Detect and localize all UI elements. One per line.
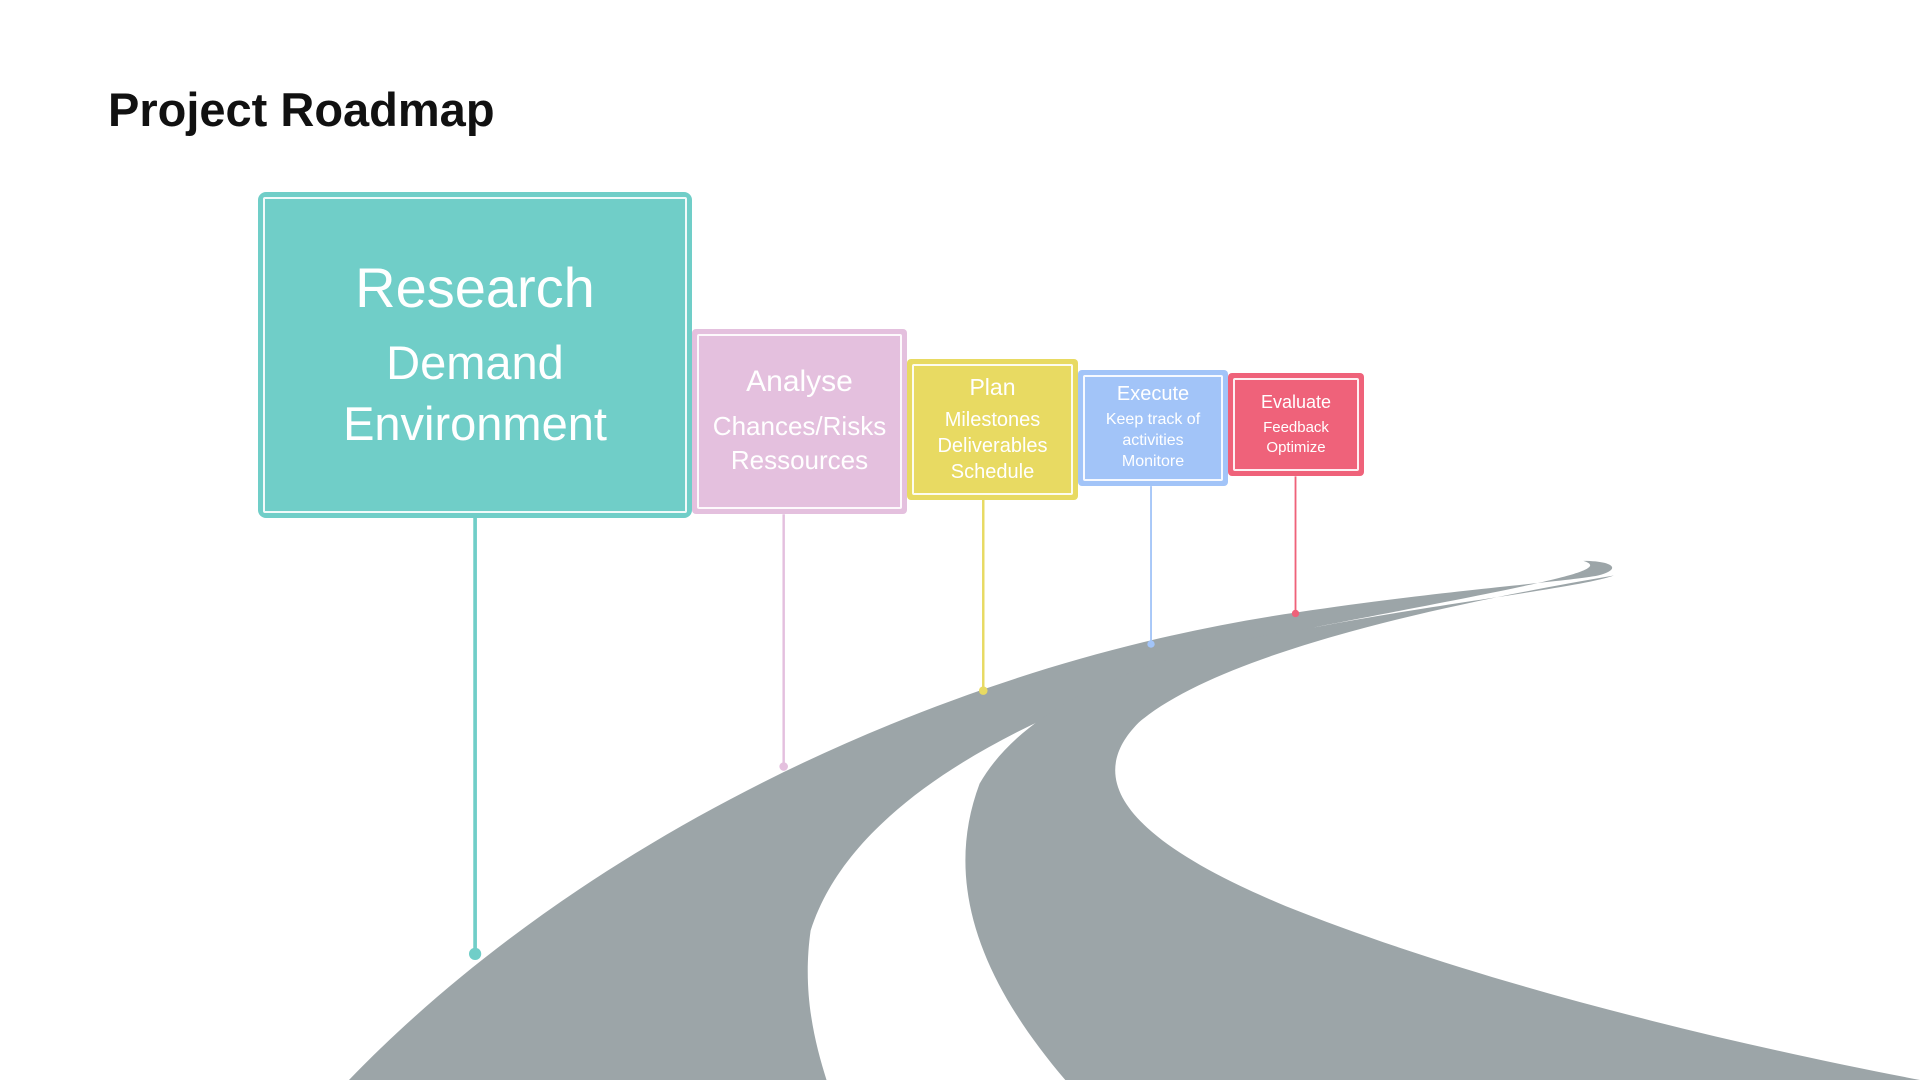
stage-item: Monitore [1121, 452, 1185, 470]
execute-marker [1147, 640, 1155, 648]
stage-item: Optimize [1266, 438, 1326, 456]
page-title: Project Roadmap [108, 83, 495, 136]
stage-heading: Research [355, 255, 595, 319]
plan-marker [978, 686, 988, 695]
stage-item: Keep track of [1105, 411, 1201, 429]
stage-item: Chances/Risks [712, 410, 887, 441]
road-left-lane [348, 560, 1613, 1080]
stage-item: Demand [386, 336, 564, 390]
analyse-marker [779, 762, 788, 771]
research-marker [468, 947, 482, 960]
stage-execute-sign: Execute Keep track of activities Monitor… [1078, 370, 1228, 486]
stage-heading: Evaluate [1260, 391, 1332, 412]
stage-item: activities [1122, 432, 1184, 450]
stage-item: Schedule [950, 460, 1035, 483]
stage-research-sign: Research Demand Environment [258, 192, 692, 518]
stage-analyse-sign: Analyse Chances/Risks Ressources [692, 329, 907, 514]
stage-item: Deliverables [937, 434, 1048, 457]
road-right-lane [965, 575, 1920, 1080]
evaluate-marker [1291, 609, 1300, 618]
stage-item: Environment [343, 397, 607, 451]
stage-heading: Execute [1116, 383, 1190, 406]
stage-item: Feedback [1263, 419, 1329, 437]
stage-item: Milestones [944, 408, 1041, 431]
stage-item: Ressources [730, 444, 869, 475]
stage-heading: Analyse [746, 365, 853, 399]
stage-plan-sign: Plan Milestones Deliverables Schedule [907, 359, 1078, 500]
stage-heading: Plan [969, 374, 1016, 401]
stage-evaluate-sign: Evaluate Feedback Optimize [1228, 373, 1364, 476]
